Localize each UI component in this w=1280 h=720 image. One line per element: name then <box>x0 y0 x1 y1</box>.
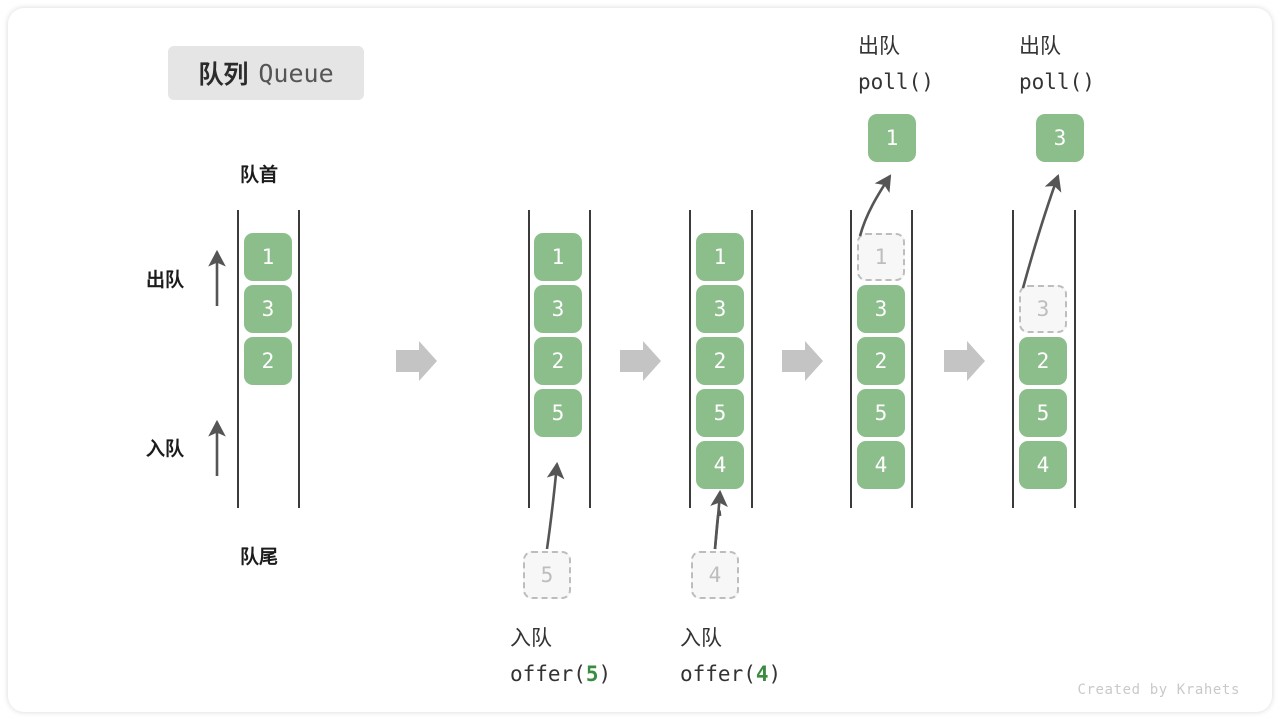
code-value: 5 <box>585 662 599 686</box>
title-cn: 队列 <box>198 60 249 89</box>
dequeue-direction-label: 出队 <box>146 269 185 291</box>
code-prefix: offer( <box>510 662 586 686</box>
stage-offer-5-rail-right <box>589 210 591 508</box>
title-badge: 队列 Queue <box>168 46 364 100</box>
stage-initial-rail-right <box>298 210 300 508</box>
stage-offer-4-caption-code: offer(4) <box>680 656 781 692</box>
queue-element: 4 <box>1019 441 1067 489</box>
stage-poll-3-rail-left <box>1012 210 1014 508</box>
incoming-element-ghost: 4 <box>691 551 739 599</box>
stage-poll-1-rail-right <box>911 210 913 508</box>
stage-offer-5-caption-code: offer(5) <box>510 656 611 692</box>
stage-poll-1-header-cn: 出队 <box>858 34 900 58</box>
popped-element: 3 <box>1036 114 1084 162</box>
queue-element: 2 <box>857 337 905 385</box>
queue-element-ghost: 1 <box>857 233 905 281</box>
queue-element: 4 <box>857 441 905 489</box>
stage-poll-3-header-cn: 出队 <box>1019 34 1061 58</box>
queue-element: 5 <box>696 389 744 437</box>
stage-offer-4-rail-right <box>751 210 753 508</box>
stage-poll-3-rail-right <box>1074 210 1076 508</box>
queue-element: 2 <box>1019 337 1067 385</box>
incoming-element-ghost: 5 <box>523 551 571 599</box>
queue-element: 5 <box>857 389 905 437</box>
stage-poll-1-rail-left <box>850 210 852 508</box>
stage-poll-3-header-code: poll() <box>1019 70 1095 94</box>
queue-element: 2 <box>696 337 744 385</box>
queue-element: 2 <box>534 337 582 385</box>
title-en: Queue <box>258 58 334 88</box>
queue-element: 3 <box>857 285 905 333</box>
enqueue-direction-label: 入队 <box>146 438 185 460</box>
popped-element: 1 <box>868 114 916 162</box>
stage-offer-5-rail-left <box>528 210 530 508</box>
queue-element: 3 <box>696 285 744 333</box>
stage-initial-rail-left <box>237 210 239 508</box>
code-prefix: offer( <box>680 662 756 686</box>
code-value: 4 <box>755 662 769 686</box>
stage-offer-4-caption-cn: 入队 <box>680 626 722 650</box>
diagram-card <box>8 8 1272 712</box>
stage-poll-1-header-code: poll() <box>858 70 934 94</box>
queue-tail-label: 队尾 <box>240 546 279 568</box>
queue-element: 5 <box>1019 389 1067 437</box>
queue-element: 1 <box>696 233 744 281</box>
queue-element: 1 <box>534 233 582 281</box>
queue-element: 4 <box>696 441 744 489</box>
queue-element: 2 <box>244 337 292 385</box>
code-suffix: ) <box>768 662 782 686</box>
credit-text: Created by Krahets <box>1077 682 1240 698</box>
queue-element-ghost: 3 <box>1019 285 1067 333</box>
queue-element: 5 <box>534 389 582 437</box>
queue-head-label: 队首 <box>240 164 279 186</box>
queue-element: 1 <box>244 233 292 281</box>
stage-offer-4-rail-left <box>689 210 691 508</box>
queue-element: 3 <box>534 285 582 333</box>
queue-element: 3 <box>244 285 292 333</box>
stage-offer-5-caption-cn: 入队 <box>510 626 552 650</box>
code-suffix: ) <box>598 662 612 686</box>
